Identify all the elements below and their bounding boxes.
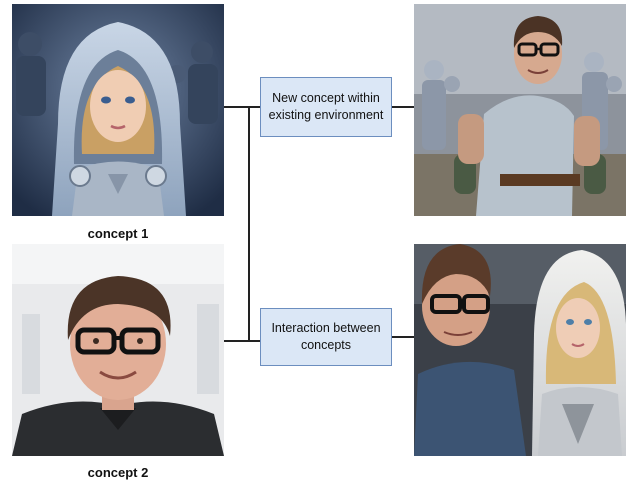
- interaction-box: Interaction between concepts: [260, 308, 392, 366]
- new-concept-label: New concept within existing environment: [268, 91, 384, 122]
- new-concept-box: New concept within existing environment: [260, 77, 392, 137]
- concept-2-image: [12, 244, 224, 456]
- interaction-label: Interaction between concepts: [271, 321, 381, 352]
- connector-to-box-1: [248, 106, 260, 108]
- connector-box-1-to-output: [392, 106, 414, 108]
- output-new-concept-image: [414, 4, 626, 216]
- connector-concept-2: [224, 340, 248, 342]
- connector-box-2-to-output: [392, 336, 414, 338]
- concept-1-caption: concept 1: [87, 226, 149, 241]
- output-interaction-image: [414, 244, 626, 456]
- concept-1-image: [12, 4, 224, 216]
- connector-concept-1: [224, 106, 248, 108]
- concept-2-caption: concept 2: [87, 465, 149, 480]
- connector-vertical: [248, 106, 250, 341]
- connector-to-box-2: [248, 340, 260, 342]
